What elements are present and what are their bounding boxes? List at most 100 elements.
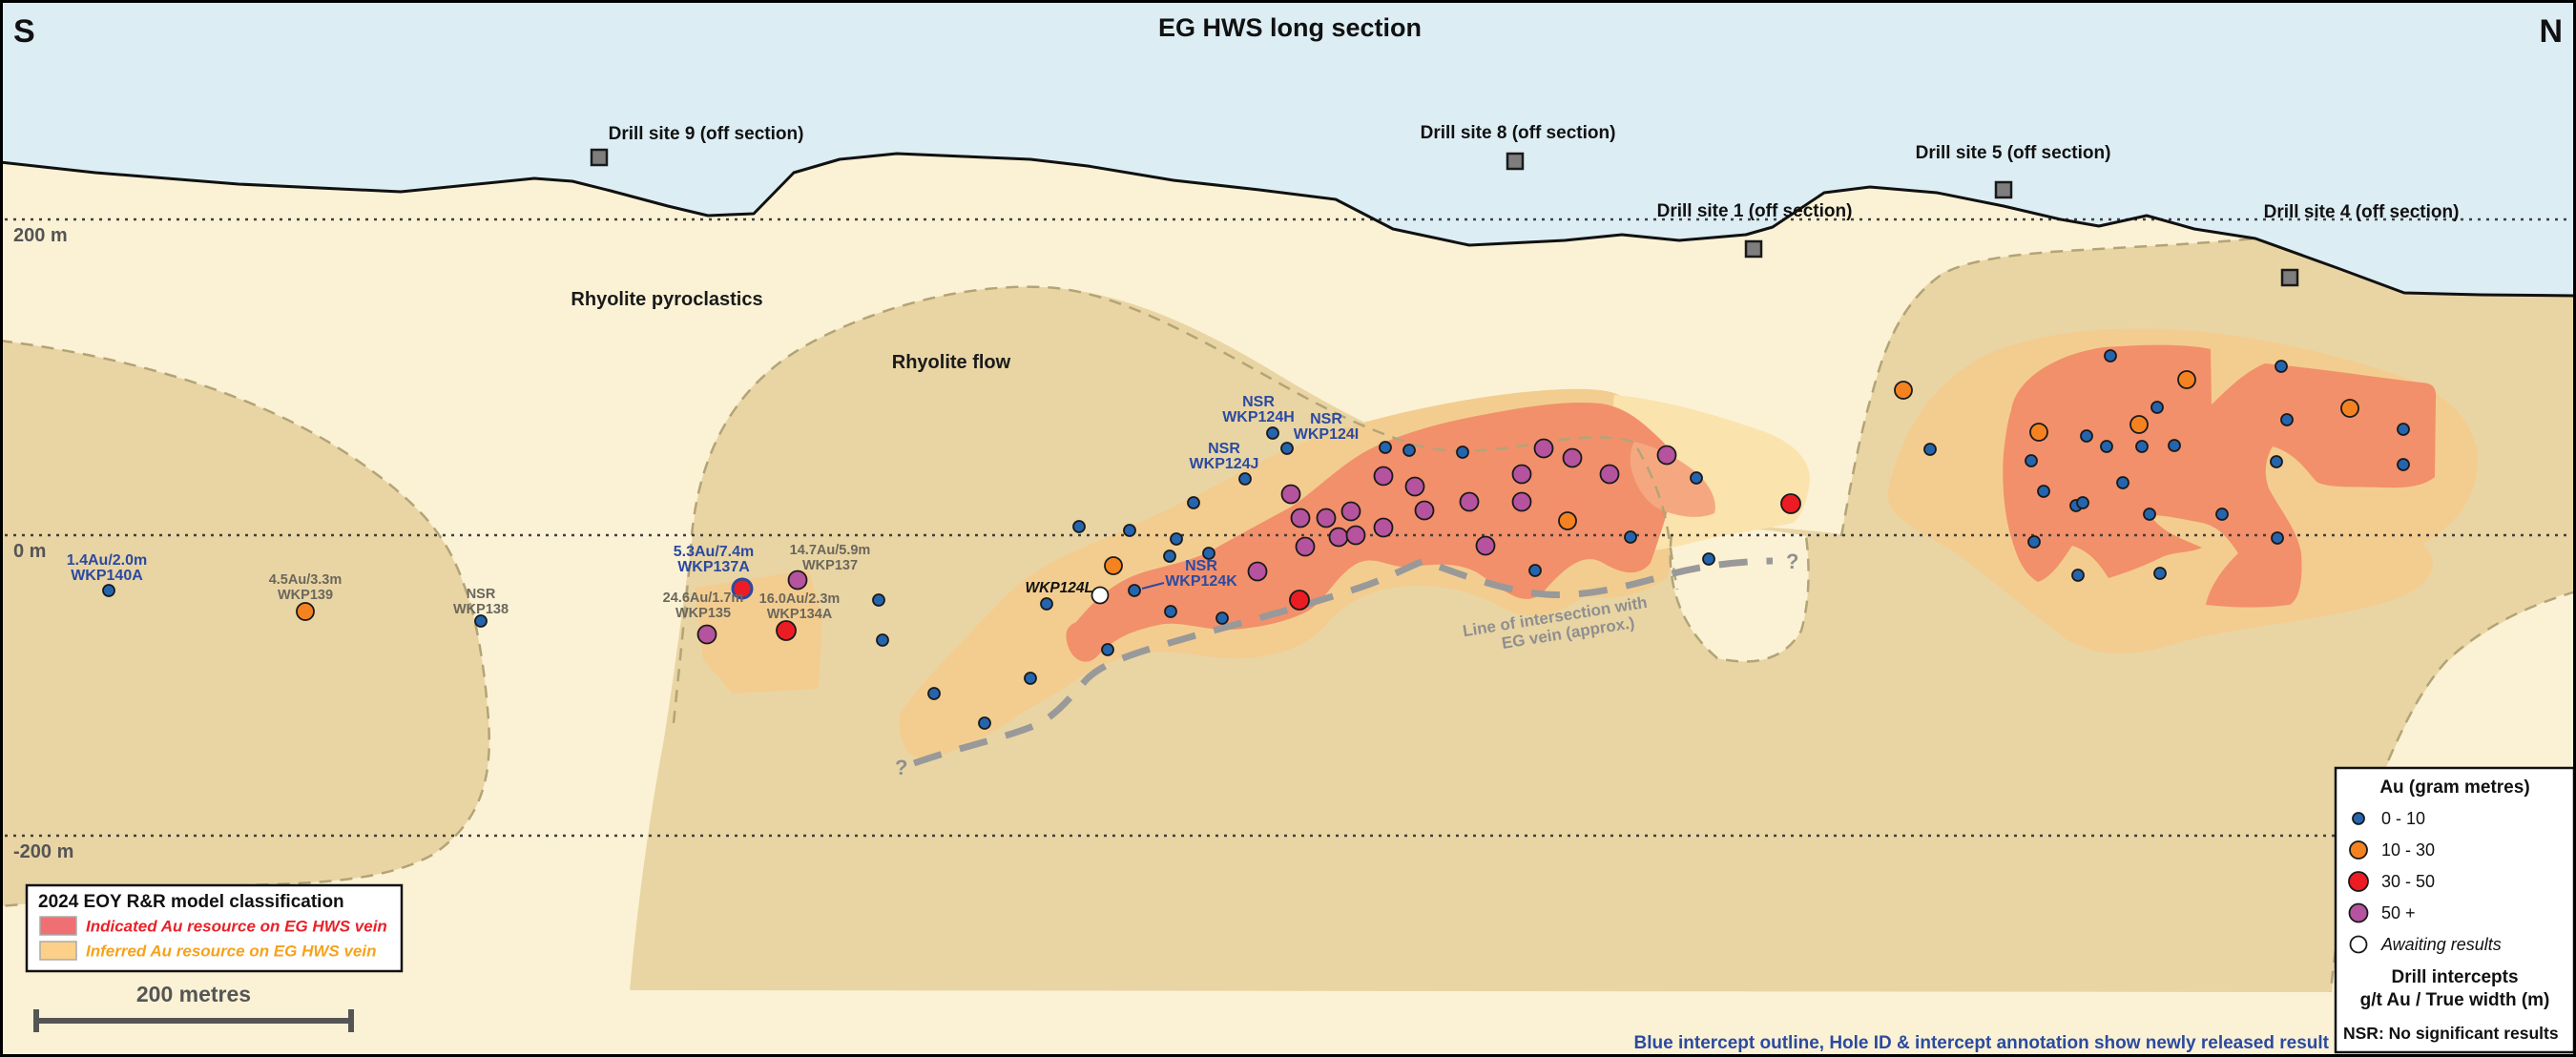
model-legend-swatch	[39, 941, 77, 961]
new-results-footnote: Blue intercept outline, Hole ID & interc…	[1634, 1033, 2330, 1053]
scale-bar-label: 200 metres	[136, 982, 251, 1006]
intercept-dot-red	[776, 620, 797, 641]
intercept-dot-blue	[2071, 569, 2085, 582]
eg-vein-intersection-line	[912, 557, 1774, 767]
annotation-grade: 24.6Au/1.7m	[663, 591, 744, 606]
au-legend-nsr-note: NSR: No significant results	[2343, 1024, 2559, 1043]
intercept-dot-blue	[927, 687, 941, 700]
resource-shells	[695, 328, 2479, 759]
intercept-dot-blue	[1072, 520, 1086, 533]
intercept-dot-blue	[1402, 444, 1416, 457]
intercept-dot-purple	[1459, 491, 1480, 512]
rhyolite-pyroclastics-label: Rhyolite pyroclastics	[571, 289, 762, 310]
annotation-hole-id: WKP135	[675, 606, 731, 621]
intercept-dot-blue	[102, 584, 115, 597]
annotation-hole-id: WKP134A	[767, 607, 833, 622]
au-legend-row-label: 10 - 30	[2381, 840, 2435, 860]
central-dome-outline	[672, 285, 1679, 724]
north-label: N	[2539, 13, 2563, 50]
intercept-dot-blue	[2153, 567, 2167, 580]
intercept-dot-red	[731, 577, 754, 600]
intercept-dot-blue	[1266, 426, 1279, 440]
intercept-dot-purple	[1290, 508, 1311, 528]
model-legend-box	[25, 883, 404, 973]
au-legend-title: Au (gram metres)	[2379, 777, 2529, 798]
right-dome-outline-southeast	[2329, 590, 2576, 993]
vein-question-right: ?	[1786, 549, 1798, 573]
right-dome-outline-west	[1839, 237, 2256, 537]
intercept-dot-blue	[2275, 360, 2288, 373]
drill-site-label: Drill site 8 (off section)	[1421, 123, 1616, 143]
intercept-dot-orange	[2129, 415, 2149, 434]
intercept-dot-purple	[1656, 445, 1677, 466]
intercept-dot-blue	[1690, 471, 1703, 485]
intercept-dot-purple	[1295, 536, 1316, 557]
intercept-dot-blue	[1456, 446, 1469, 459]
annotation-grade: NSR	[1242, 394, 1275, 410]
intercept-dot-blue	[2168, 439, 2181, 452]
intercept-dot-blue	[1101, 643, 1114, 656]
intercept-dot-purple	[1373, 517, 1394, 538]
au-legend-dot-purple	[2348, 902, 2369, 923]
annotation-grade: 16.0Au/2.3m	[759, 591, 841, 607]
intercept-dot-blue	[2100, 440, 2113, 453]
annotation-hole-id: WKP124L	[1026, 580, 1094, 596]
intercept-dot-blue	[978, 716, 991, 730]
indicated-pale-overlap	[1630, 442, 1715, 517]
intercept-dot-purple	[1414, 500, 1435, 521]
intercept-dot-blue	[1702, 552, 1715, 566]
intercept-dot-white	[1091, 586, 1110, 605]
intercept-dot-blue	[2397, 458, 2410, 471]
left-dome-outline	[0, 339, 490, 908]
intercept-dot-blue	[2215, 508, 2229, 521]
intercept-dot-orange	[1104, 556, 1123, 575]
intercept-dot-purple	[696, 624, 717, 645]
elevation-label: 0 m	[13, 541, 46, 562]
intercept-dot-blue	[2135, 440, 2149, 453]
drill-site-label: Drill site 5 (off section)	[1916, 143, 2111, 163]
annotation-hole-id: WKP137A	[677, 559, 750, 575]
au-legend-row-label: 50 +	[2381, 903, 2416, 922]
intercept-dot-blue	[2280, 413, 2294, 426]
left-flow-dome	[0, 341, 489, 906]
vein-question-left: ?	[895, 756, 907, 779]
annotation-grade: 1.4Au/2.0m	[67, 552, 147, 569]
intercept-dot-blue	[1379, 441, 1392, 454]
au-legend-footer2: g/t Au / True width (m)	[2360, 990, 2550, 1010]
intercept-dot-purple	[1404, 476, 1425, 497]
intercept-dot-purple	[1328, 527, 1349, 548]
intercept-dot-blue	[2270, 455, 2283, 468]
annotation-grade: NSR	[1208, 441, 1240, 457]
intercept-dot-purple	[1247, 561, 1268, 582]
intercept-dot-blue	[1238, 472, 1252, 486]
intercept-dot-blue	[2025, 454, 2038, 467]
drill-site-marker	[590, 148, 609, 167]
south-label: S	[13, 13, 35, 50]
intercept-dot-purple	[1475, 535, 1496, 556]
intercept-dot-blue	[1024, 672, 1037, 685]
au-legend-dot-red	[2348, 871, 2369, 892]
intercept-dot-orange	[1558, 511, 1577, 530]
intercept-dot-orange	[296, 602, 315, 621]
indicated-right	[2003, 344, 2437, 608]
drill-site-label: Drill site 1 (off section)	[1657, 201, 1853, 221]
intercept-dot-blue	[1040, 597, 1053, 611]
model-legend: 2024 EOY R&R model classification Indica…	[25, 883, 404, 973]
intercept-dot-blue	[2076, 496, 2089, 509]
intercept-dot-purple	[1345, 525, 1366, 546]
intercept-dot-blue	[2027, 535, 2041, 549]
elevation-lines: 200 m0 m-200 m	[5, 218, 2571, 862]
intercept-dot-blue	[2397, 423, 2410, 436]
drill-site-marker	[1744, 239, 1763, 259]
intercept-dot-blue	[1164, 605, 1177, 618]
terrain-profile	[0, 152, 2576, 298]
annotation-hole-id: WKP137	[802, 558, 858, 573]
annotation-hole-id: WKP124I	[1294, 426, 1359, 443]
au-legend-dot-orange	[2349, 840, 2368, 860]
intercept-dot-blue	[1923, 443, 1937, 456]
au-legend-row-label: Awaiting results	[2380, 935, 2502, 954]
intercept-dot-purple	[1280, 484, 1301, 505]
